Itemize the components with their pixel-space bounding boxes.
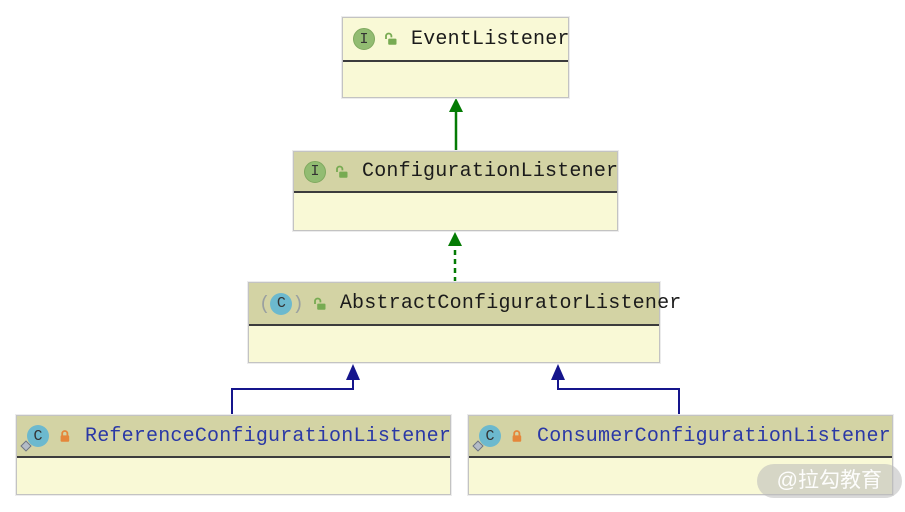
lock-closed-icon	[60, 430, 70, 442]
interface-icon: I	[353, 28, 375, 50]
class-node-configurationlistener[interactable]: I ConfigurationListener	[293, 151, 618, 231]
edge-extends-left	[231, 364, 360, 415]
class-icon: C	[20, 425, 49, 452]
lock-open-icon	[385, 32, 397, 45]
edge-extends-right	[551, 364, 680, 415]
class-node-eventlistener[interactable]: I EventListener	[342, 17, 569, 98]
edge-implements	[448, 232, 462, 282]
abstract-class-icon: C	[259, 292, 304, 315]
interface-icon: I	[304, 160, 326, 183]
node-title: ConfigurationListener	[362, 160, 619, 183]
node-title: AbstractConfiguratorListener	[339, 292, 682, 315]
class-node-consumerconfigurationlistener[interactable]: C ConsumerConfigurationListener	[468, 415, 893, 495]
class-node-referenceconfigurationlistener[interactable]: C ReferenceConfigurationListener	[16, 415, 451, 495]
node-title: ConsumerConfigurationListener	[537, 424, 891, 448]
class-node-abstractconfiguratorlistener[interactable]: C AbstractConfiguratorListener	[248, 282, 681, 363]
class-icon: C	[472, 425, 501, 452]
edge-extends-interface	[449, 98, 463, 151]
node-title: EventListener	[411, 27, 570, 51]
arrowhead-icon	[448, 232, 462, 246]
arrowhead-icon	[346, 364, 360, 380]
lock-open-icon	[313, 297, 326, 310]
diamond-badge-icon	[472, 440, 484, 452]
node-title: ReferenceConfigurationListener	[85, 424, 452, 448]
arrowhead-icon	[449, 98, 463, 112]
lock-closed-icon	[512, 430, 522, 442]
watermark-badge: @拉勾教育	[756, 464, 902, 498]
diamond-badge-icon	[20, 440, 32, 452]
lock-open-icon	[336, 165, 348, 178]
arrowhead-icon	[551, 364, 565, 380]
